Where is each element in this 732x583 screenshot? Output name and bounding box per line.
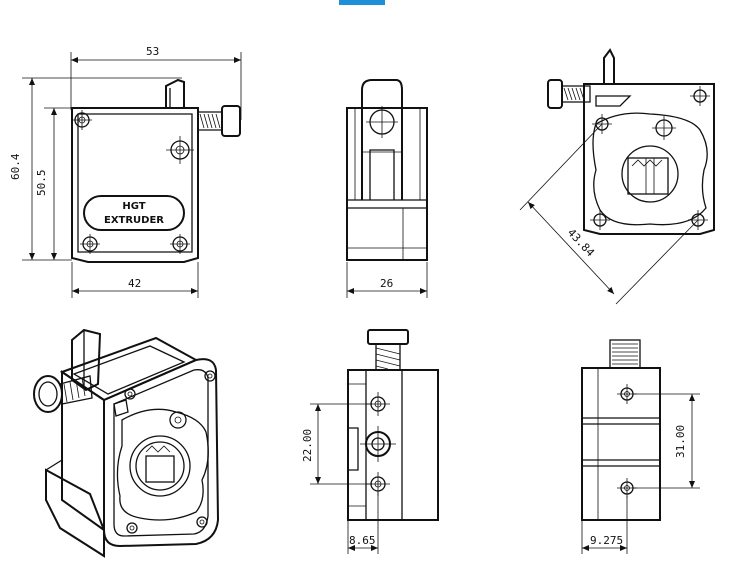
dim-side-width: 26 [380, 277, 393, 290]
front-view: 53 60.4 50.5 HGT EXTRUDER [9, 45, 242, 298]
isometric-view [33, 328, 220, 558]
dim-front-height-outer: 60.4 [9, 153, 22, 180]
dim-section-offset: 8.65 [349, 534, 376, 547]
dim-back-offset: 9.275 [590, 534, 623, 547]
dim-front-width-top: 53 [146, 45, 159, 58]
back-view: 31.00 9.275 [581, 339, 700, 554]
label-hgt: HGT [122, 201, 145, 212]
dim-front-width-bottom: 42 [128, 277, 141, 290]
dim-back-height: 31.00 [674, 425, 687, 458]
label-extruder: EXTRUDER [104, 215, 164, 226]
dim-section-height: 22.00 [301, 429, 314, 462]
side-view: 26 [346, 79, 428, 298]
accent-bar [339, 0, 385, 5]
section-view: 22.00 8.65 [301, 329, 439, 554]
rear-view: 43.84 [519, 48, 715, 305]
dim-front-height-inner: 50.5 [35, 170, 48, 197]
